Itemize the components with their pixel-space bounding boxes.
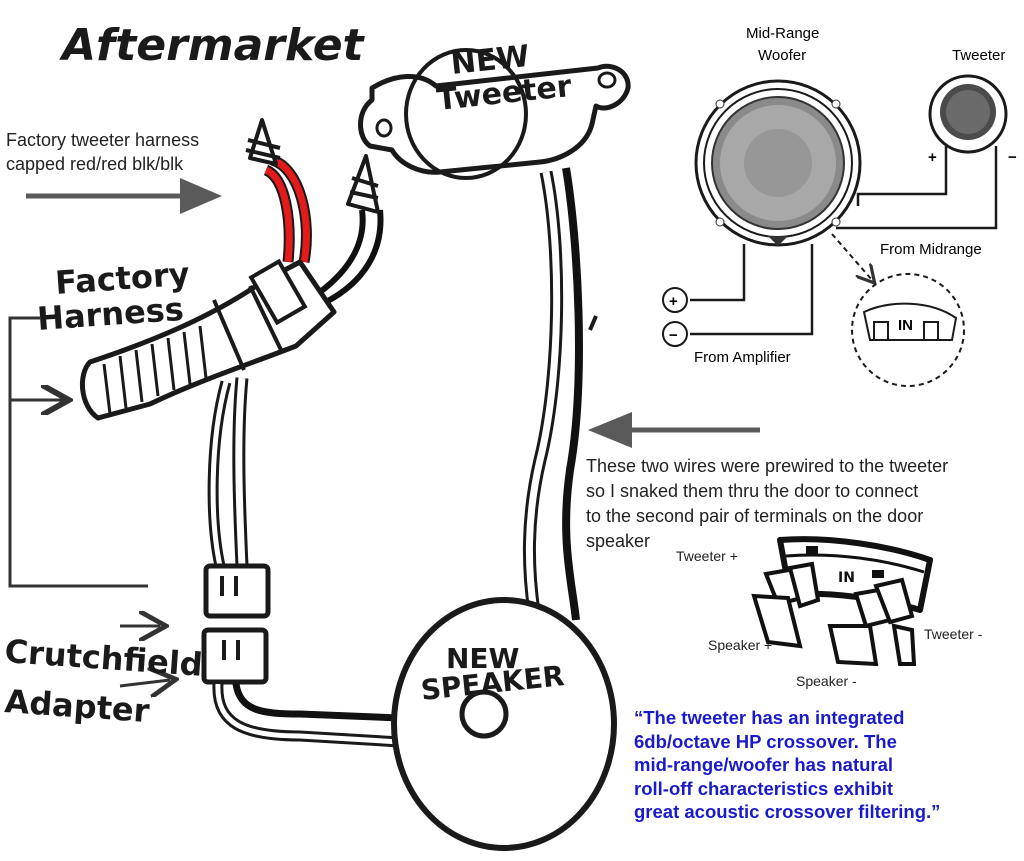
quote-line-5: great acoustic crossover filtering.” [634,801,941,822]
zoom-in-label: IN [898,317,913,334]
tweeter-to-speaker-wires [522,167,598,621]
crutchfield-adapter [201,563,271,685]
tweeter-label: Tweeter [952,47,1005,64]
label-tweeter-minus: Tweeter - [924,626,983,642]
note-tweeter-harness-1: Factory tweeter harness [6,130,200,150]
title-aftermarket: Aftermarket [59,20,366,71]
crossover-diagram: Mid-Range Woofer Tweeter + − From Midran… [662,25,1017,387]
note-prewired-4: speaker [586,531,651,551]
new-speaker-label-1: NEW [446,642,520,675]
amp-plus: + [669,293,678,310]
note-tweeter-harness-2: capped red/red blk/blk [6,154,184,174]
note-prewired-2: so I snaked them thru the door to connec… [586,481,919,501]
factory-label-1: Factory [54,255,191,302]
red-cap-connector [245,118,281,166]
amp-minus: − [669,327,678,344]
from-amplifier-label: From Amplifier [694,349,791,366]
harness-to-adapter-wires [207,377,249,568]
quote-line-4: roll-off characteristics exhibit [634,777,894,799]
quote-line-2: 6db/octave HP crossover. The [634,730,897,752]
midrange-label-2: Woofer [758,47,806,64]
black-cap-connector [346,154,380,214]
tweeter-minus: − [1008,149,1017,166]
factory-tweeter-black-wires [318,209,384,305]
note-prewired-3: to the second pair of terminals on the d… [586,506,924,526]
terminal-closeup: IN [751,536,933,667]
crossover-quote: “The tweeter has an integrated 6db/octav… [634,706,1014,824]
label-tweeter-plus: Tweeter + [676,548,738,564]
new-tweeter-label-1: NEW [449,39,531,82]
terminal-in-label: IN [838,570,855,586]
crutchfield-label-2: Adapter [3,682,150,730]
adapter-to-speaker-wires [212,683,401,748]
quote-line-3: mid-range/woofer has natural [634,754,894,775]
new-speaker: NEW SPEAKER [391,597,617,851]
new-tweeter: NEW Tweeter [358,39,631,180]
from-midrange-label: From Midrange [880,241,982,258]
crutchfield-label-1: Crutchfield [3,632,204,684]
label-speaker-minus: Speaker - [796,673,857,689]
factory-tweeter-red-wires [263,154,312,264]
label-speaker-plus: Speaker + [708,637,773,653]
note-prewired-1: These two wires were prewired to the twe… [586,456,949,476]
midrange-label-1: Mid-Range [746,25,819,42]
tweeter-plus: + [928,149,937,166]
quote-line-1: “The tweeter has an integrated [634,707,905,728]
